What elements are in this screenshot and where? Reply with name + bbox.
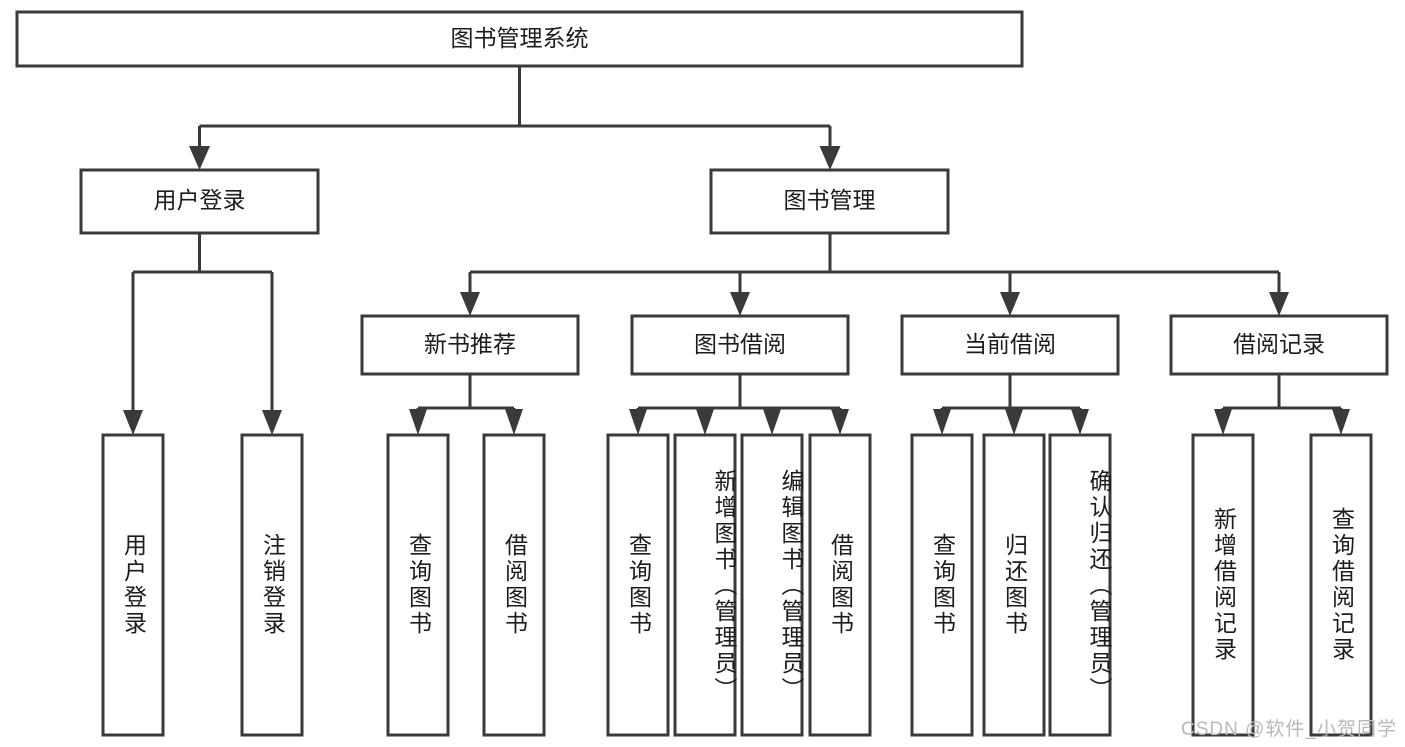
- leaf-box[interactable]: [101, 433, 165, 737]
- node-book-management[interactable]: 图书管理: [709, 168, 950, 235]
- connector-userlogin-to-leaves: [123, 233, 282, 435]
- node-borrow-records-label: 借阅记录: [1233, 331, 1325, 357]
- node-user-login[interactable]: 用户登录: [79, 168, 320, 235]
- leaf-box[interactable]: [673, 433, 737, 737]
- connector-current-to-leaves: [933, 374, 1089, 435]
- node-book-management-label: 图书管理: [784, 187, 876, 213]
- node-new-book-recommend[interactable]: 新书推荐: [360, 314, 580, 376]
- connector-records-to-leaves: [1214, 374, 1350, 435]
- node-root[interactable]: 图书管理系统: [15, 10, 1024, 68]
- leaf-box[interactable]: [808, 433, 872, 737]
- leaf-box[interactable]: [1309, 433, 1373, 737]
- leaf-box[interactable]: [240, 433, 304, 737]
- leaf-box[interactable]: [1191, 433, 1255, 737]
- node-book-borrow[interactable]: 图书借阅: [630, 314, 850, 376]
- node-current-borrow[interactable]: 当前借阅: [900, 314, 1120, 376]
- node-book-borrow-label: 图书借阅: [694, 331, 786, 357]
- leaf-box[interactable]: [982, 433, 1046, 737]
- watermark: CSDN @软件_小贺同学: [1181, 719, 1397, 740]
- connector-bookmgmt-to-level3: [460, 233, 1289, 316]
- node-user-login-label: 用户登录: [154, 187, 246, 213]
- node-root-label: 图书管理系统: [451, 25, 589, 51]
- leaf-box[interactable]: [740, 433, 804, 737]
- node-current-borrow-label: 当前借阅: [964, 331, 1056, 357]
- leaf-box[interactable]: [386, 433, 450, 737]
- connector-root-to-level2: [189, 66, 841, 170]
- leaf-box[interactable]: [1048, 433, 1112, 737]
- connector-borrow-to-leaves: [629, 374, 849, 435]
- connector-newbook-to-leaves: [409, 374, 523, 435]
- leaf-box[interactable]: [606, 433, 670, 737]
- leaf-boxes: [101, 433, 1373, 737]
- leaf-box[interactable]: [910, 433, 974, 737]
- node-borrow-records[interactable]: 借阅记录: [1169, 314, 1389, 376]
- node-new-book-recommend-label: 新书推荐: [424, 331, 516, 357]
- leaf-box[interactable]: [482, 433, 546, 737]
